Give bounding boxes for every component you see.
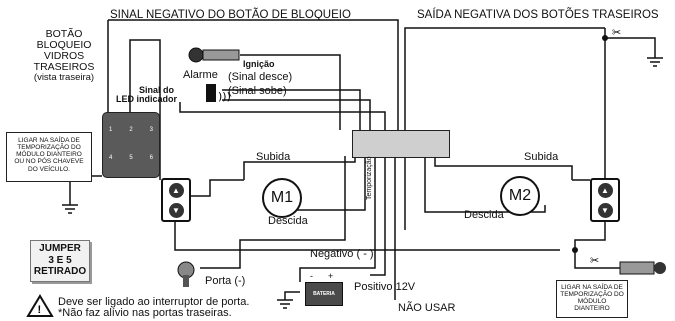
- warning-icon: [26, 294, 54, 317]
- battery-plus: +: [328, 271, 334, 281]
- wire-led: [179, 102, 386, 130]
- subida-left-label: Subida: [256, 151, 291, 163]
- rear-lock-button[interactable]: 1 2 3 4 5 6: [102, 112, 160, 178]
- chevron-down-icon[interactable]: ▼: [597, 202, 613, 218]
- keypad-pin: 2: [129, 127, 133, 133]
- ignicao-label: Ignição: [243, 59, 275, 69]
- door-switch-icon: [177, 261, 195, 287]
- ignition-key-icon: [188, 47, 240, 63]
- keypad-pin: 6: [149, 155, 153, 161]
- descida-left-label: Descida: [268, 215, 308, 227]
- junction-dot: [602, 35, 608, 41]
- warning-text-2: *Não faz alívio nas portas traseiras.: [58, 307, 232, 319]
- warning-icon-glyph: !: [38, 304, 42, 316]
- chevron-up-icon[interactable]: ▲: [597, 182, 613, 198]
- wire-right-module: [574, 222, 620, 269]
- temporizacao-label: Temporização: [366, 156, 373, 200]
- wire-switch-left: [191, 179, 244, 197]
- right-window-switch[interactable]: ▲ ▼: [590, 178, 620, 222]
- keypad-pin: 5: [129, 155, 133, 161]
- alarme-label: Alarme: [183, 69, 218, 81]
- battery: BATERIA: [305, 282, 343, 306]
- wire-ignition: [240, 54, 341, 130]
- warning-text-1: Deve ser ligado ao interruptor de porta.: [58, 296, 250, 308]
- wire-descida-right: [424, 156, 546, 213]
- wire-porta: [200, 156, 346, 269]
- wire-sinal-sobe: [222, 99, 371, 130]
- wire-sinal-desce: [222, 89, 361, 130]
- nao-usar-label: NÃO USAR: [398, 302, 456, 314]
- wire-right-ground: [605, 37, 656, 58]
- left-window-switch[interactable]: ▲ ▼: [161, 178, 191, 222]
- signal-waves-icon: ))): [218, 90, 231, 103]
- scissors-icon: ✂: [612, 26, 621, 39]
- keypad-pin: 4: [109, 155, 113, 161]
- wire-keypad-2: [129, 39, 161, 180]
- module-connector-icon: [619, 261, 666, 275]
- ground-icon: [647, 57, 663, 67]
- subida-right-label: Subida: [524, 151, 559, 163]
- scissors-icon: ✂: [590, 254, 599, 267]
- wire-bus-bottom: [174, 222, 560, 251]
- rear-button-label: BOTÃO BLOQUEIO VIDROS TRASEIROS (vista t…: [33, 28, 95, 84]
- positivo-label: Positivo 12V: [354, 281, 416, 293]
- battery-minus: -: [310, 271, 313, 281]
- wire-rear-output: [404, 27, 605, 130]
- wire-negativo: [299, 156, 376, 282]
- right-note-box: LIGAR NA SAÍDA DE TEMPORIZAÇÃO DO MÓDULO…: [556, 280, 628, 318]
- chevron-up-icon[interactable]: ▲: [168, 182, 184, 198]
- ground-symbols: [62, 57, 663, 309]
- chevron-down-icon[interactable]: ▼: [168, 202, 184, 218]
- module-connector: [352, 130, 450, 158]
- led-indicator: [206, 84, 216, 102]
- sinal-sobe-label: (Sinal sobe): [228, 85, 287, 97]
- wire-positivo: [370, 156, 386, 276]
- keypad-pin: 3: [149, 127, 153, 133]
- title-right: SAÍDA NEGATIVA DOS BOTÕES TRASEIROS: [417, 9, 659, 21]
- motor-right: M2: [500, 176, 540, 216]
- porta-label: Porta (-): [205, 275, 246, 287]
- wire-subida-left: [243, 156, 356, 180]
- keypad-pin: 1: [109, 127, 113, 133]
- jumper-box: JUMPER 3 E 5 RETIRADO: [30, 240, 90, 282]
- led-label: Sinal do LED indicador: [116, 85, 178, 105]
- wire-bloqueio-signal: [108, 19, 399, 130]
- ground-icon: [62, 204, 78, 214]
- title-left: SINAL NEGATIVO DO BOTÃO DE BLOQUEIO: [110, 9, 351, 21]
- ground-icon: [277, 299, 293, 309]
- left-note-box: LIGAR NA SAÍDA DE TEMPORIZAÇÃO DO MÓDULO…: [6, 132, 92, 182]
- sinal-desce-label: (Sinal desce): [228, 71, 293, 83]
- descida-right-label: Descida: [464, 209, 504, 221]
- wire-battery-ground: [284, 291, 300, 300]
- junction-dot: [572, 247, 578, 253]
- negativo-label: Negativo ( - ): [310, 248, 374, 260]
- wire-subida-right: [434, 156, 573, 180]
- motor-left: M1: [262, 178, 302, 218]
